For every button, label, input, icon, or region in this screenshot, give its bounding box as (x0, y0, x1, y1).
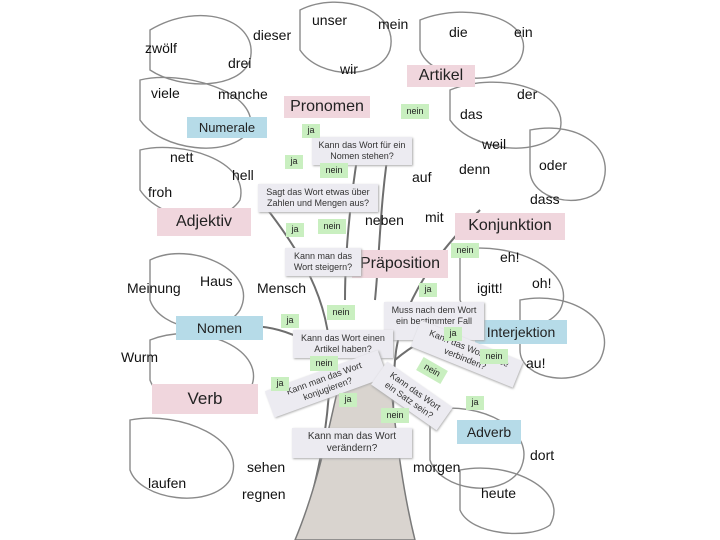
word-die: die (449, 24, 468, 40)
question-card-artikel: Kann das Wort einen Artikel haben? (293, 330, 393, 358)
answer-ja: ja (466, 396, 484, 410)
category-praeposition: Präposition (352, 250, 448, 278)
answer-ja: ja (286, 223, 304, 237)
word-sehen: sehen (247, 459, 286, 475)
answer-ja: ja (339, 393, 357, 407)
word-dieser: dieser (253, 27, 292, 43)
word-dass: dass (530, 191, 560, 207)
answer-ja: ja (271, 377, 289, 391)
question-card-steigern: Kann man das Wort steigern? (285, 248, 361, 276)
answer-nein: nein (451, 243, 479, 258)
word-regnen: regnen (242, 486, 286, 502)
answer-ja: ja (302, 124, 320, 138)
question-card-veraendern: Kann man das Wort verändern? (292, 428, 412, 458)
word-morgen: morgen (413, 459, 461, 475)
word-manche: manche (218, 86, 268, 102)
word-eh: eh! (500, 249, 520, 265)
answer-nein: nein (480, 349, 508, 364)
category-numerale: Numerale (187, 117, 267, 138)
word-das: das (460, 106, 483, 122)
word-dort: dort (530, 447, 555, 463)
word-haus: Haus (200, 273, 233, 289)
category-pronomen: Pronomen (284, 96, 370, 118)
category-artikel: Artikel (407, 65, 475, 87)
answer-nein: nein (401, 104, 429, 119)
word-mit: mit (425, 209, 444, 225)
category-konjunktion: Konjunktion (455, 213, 565, 240)
word-mein: mein (378, 16, 409, 32)
answer-nein: nein (381, 408, 409, 423)
word-mensch: Mensch (257, 280, 307, 296)
answer-nein: nein (310, 356, 338, 371)
word-zwoelf: zwölf (145, 40, 177, 56)
category-verb: Verb (152, 384, 258, 414)
answer-ja: ja (419, 283, 437, 297)
word-meinung: Meinung (127, 280, 181, 296)
category-adverb: Adverb (457, 420, 521, 444)
word-denn: denn (459, 161, 491, 177)
answer-ja: ja (285, 155, 303, 169)
word-hell: hell (232, 167, 254, 183)
word-weil: weil (482, 136, 507, 152)
word-auf: auf (412, 169, 432, 185)
word-unser: unser (312, 12, 348, 28)
word-laufen: laufen (148, 475, 187, 491)
answer-nein: nein (327, 305, 355, 320)
category-adjektiv: Adjektiv (157, 208, 251, 236)
word-heute: heute (481, 485, 517, 501)
answer-ja: ja (444, 327, 462, 341)
word-der: der (517, 86, 538, 102)
word-oder: oder (539, 157, 568, 173)
answer-nein: nein (318, 219, 346, 234)
word-froh: froh (148, 184, 173, 200)
category-interjektion: Interjektion (475, 320, 567, 344)
answer-nein: nein (320, 163, 348, 178)
word-drei: drei (228, 55, 252, 71)
category-nomen: Nomen (176, 316, 263, 340)
word-igitt: igitt! (477, 280, 503, 296)
answer-ja: ja (281, 314, 299, 328)
word-au: au! (526, 355, 546, 371)
word-viele: viele (151, 85, 180, 101)
question-card-zahlen: Sagt das Wort etwas über Zahlen und Meng… (258, 184, 378, 212)
word-neben: neben (365, 212, 404, 228)
word-oh: oh! (532, 275, 552, 291)
word-nett: nett (170, 149, 194, 165)
question-card-nomen-ersatz: Kann das Wort für ein Nomen stehen? (312, 137, 412, 165)
word-wir: wir (340, 61, 358, 77)
word-ein: ein (514, 24, 533, 40)
word-wurm: Wurm (121, 349, 159, 365)
